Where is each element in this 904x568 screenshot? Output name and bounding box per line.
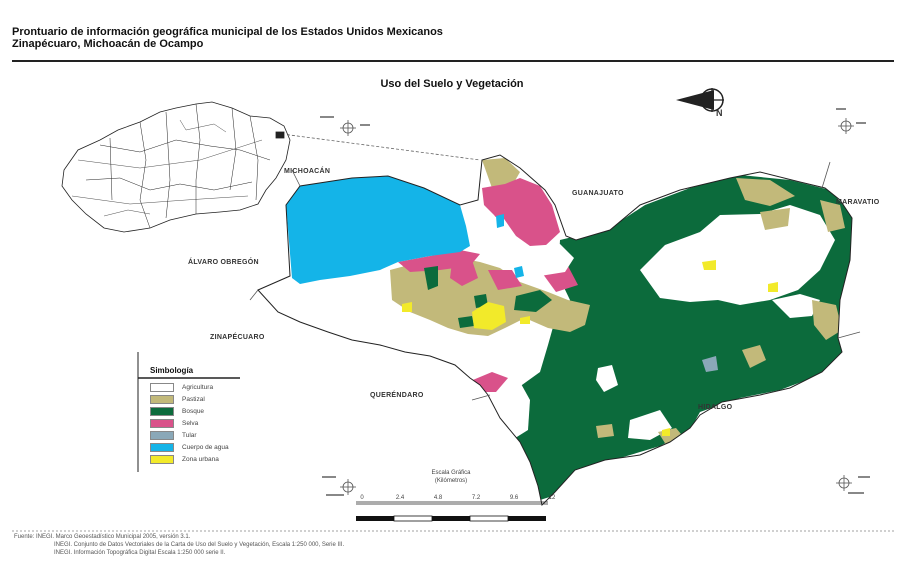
legend-label: Zona urbana bbox=[182, 455, 219, 463]
legend-item: Zona urbana bbox=[150, 453, 229, 465]
legend-item: Tular bbox=[150, 429, 229, 441]
legend-item: Agricultura bbox=[150, 381, 229, 393]
legend-swatch bbox=[150, 418, 174, 428]
scale-tick-label: 0 bbox=[360, 495, 364, 501]
source-line-3: INEGI. Información Topográfica Digital E… bbox=[54, 550, 226, 556]
neighbor-label-far-west: ZINAPÉCUARO bbox=[210, 334, 265, 341]
legend-swatch bbox=[150, 430, 174, 440]
legend-swatch bbox=[150, 454, 174, 464]
legend-swatch bbox=[150, 394, 174, 404]
scale-tick-label: 2.4 bbox=[395, 495, 405, 501]
scale-tick-label: 4.8 bbox=[433, 495, 443, 501]
header-line-2: Zinapécuaro, Michoacán de Ocampo bbox=[12, 38, 204, 50]
legend-item: Cuerpo de agua bbox=[150, 441, 229, 453]
neighbor-label-southeast: HIDALGO bbox=[698, 404, 733, 411]
neighbor-label-south: QUERÉNDARO bbox=[370, 392, 424, 399]
neighbor-label-west: ÁLVARO OBREGÓN bbox=[188, 259, 259, 266]
neighbor-label-inset: MICHOACÁN bbox=[284, 168, 331, 175]
scale-tick-label: 9.6 bbox=[509, 495, 519, 501]
scale-title: Escala Gráfica bbox=[431, 470, 471, 476]
legend-label: Pastizal bbox=[182, 395, 205, 403]
source-line-1: Fuente: INEGI. Marco Geoestadístico Muni… bbox=[14, 534, 191, 540]
source-line-2: INEGI. Conjunto de Datos Vectoriales de … bbox=[54, 542, 345, 548]
scale-unit: (Kilómetros) bbox=[434, 478, 468, 484]
north-letter: N bbox=[716, 108, 723, 118]
legend-item: Pastizal bbox=[150, 393, 229, 405]
scale-tick-label: 12 bbox=[548, 495, 556, 501]
legend-item: Bosque bbox=[150, 405, 229, 417]
legend-swatch bbox=[150, 442, 174, 452]
legend-swatch bbox=[150, 382, 174, 392]
legend-swatch bbox=[150, 406, 174, 416]
legend-title: Simbología bbox=[150, 366, 194, 375]
header-rule bbox=[12, 60, 894, 62]
neighbor-label-northeast: MARAVATIO bbox=[836, 199, 880, 206]
legend-label: Selva bbox=[182, 419, 199, 427]
map-title: Uso del Suelo y Vegetación bbox=[380, 78, 524, 90]
neighbor-label-north: GUANAJUATO bbox=[572, 190, 624, 197]
legend-label: Agricultura bbox=[182, 383, 214, 391]
legend-label: Cuerpo de agua bbox=[182, 443, 229, 451]
legend-item: Selva bbox=[150, 417, 229, 429]
scale-bar bbox=[356, 501, 548, 522]
legend-label: Tular bbox=[182, 431, 197, 439]
inset-state-map bbox=[61, 101, 291, 233]
header-line-1: Prontuario de información geográfica mun… bbox=[12, 26, 443, 38]
scale-tick-label: 7.2 bbox=[471, 495, 481, 501]
north-arrow-icon bbox=[676, 88, 724, 112]
legend-label: Bosque bbox=[182, 407, 205, 415]
